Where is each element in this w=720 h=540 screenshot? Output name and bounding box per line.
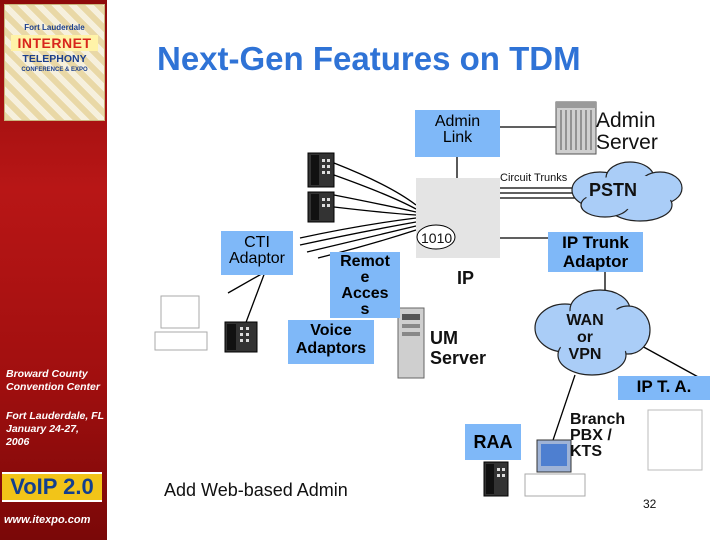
footer-note: Add Web-based Admin — [164, 480, 348, 500]
admin-server-label: Admin Server — [596, 109, 658, 154]
logo-line-4: CONFERENCE & EXPO — [21, 67, 88, 73]
server-tower-icon — [397, 307, 425, 379]
remote-line-b — [306, 225, 417, 253]
branch-pbx-label: Branch PBX / KTS — [570, 411, 626, 460]
logo-line-1: Fort Lauderdale — [24, 23, 85, 32]
remote-line-a — [299, 221, 417, 246]
um-server-label: UM Server — [430, 328, 487, 368]
cti-to-phone-line — [244, 271, 266, 326]
venue-text: Broward County Convention Center — [6, 368, 100, 393]
wan-to-ipta-line — [639, 344, 701, 379]
phone-icon — [307, 152, 335, 188]
cti-to-pc-line — [227, 271, 266, 294]
computer-icon — [524, 439, 586, 497]
location-text: Fort Lauderdale, FL — [6, 410, 105, 422]
cti-adaptor-box: CTI Adaptor — [221, 231, 293, 275]
wan-label: WAN or VPN — [566, 312, 604, 363]
logo-line-2: INTERNET — [11, 35, 98, 51]
ip-ta-box: IP T. A. — [618, 376, 710, 400]
phone2-line-b — [333, 206, 417, 216]
remote-access-box: Remot e Acces s — [330, 252, 400, 318]
phone-icon — [483, 461, 509, 497]
site-link[interactable]: www.itexpo.com — [4, 514, 91, 526]
pstn-label: PSTN — [589, 180, 638, 200]
pbx-label: 1010 — [421, 230, 453, 246]
page-title: Next-Gen Features on TDM — [157, 40, 581, 77]
ip-trunk-adaptor-box: IP Trunk Adaptor — [548, 232, 643, 272]
phone-icon — [307, 191, 335, 223]
conference-logo: Fort Lauderdale INTERNET TELEPHONY CONFE… — [4, 4, 105, 121]
phone1-line-a — [333, 162, 417, 206]
ip-ta-device — [647, 409, 703, 471]
remote-line-c — [317, 229, 417, 259]
logo-line-3: TELEPHONY — [22, 53, 87, 65]
admin-server-rack — [555, 101, 597, 155]
phone2-line-a — [333, 194, 417, 213]
circuit-trunks-label: Circuit Trunks — [500, 172, 568, 184]
admin-link-box: Admin Link — [415, 110, 500, 157]
computer-icon — [154, 295, 208, 351]
dates-text: January 24-27, 2006 — [6, 423, 79, 448]
phone1-line-b — [333, 174, 417, 210]
pbx-oval — [416, 224, 456, 250]
page-number: 32 — [643, 497, 657, 511]
raa-box: RAA — [465, 424, 521, 460]
cti-line — [299, 217, 417, 239]
voice-adaptors-box: Voice Adaptors — [288, 320, 374, 364]
phone-icon — [224, 321, 258, 353]
flags-background — [5, 5, 104, 120]
ip-label: IP — [457, 268, 475, 288]
brand-voip: VoIP 2.0 — [2, 472, 102, 502]
wan-cloud-fill — [555, 305, 635, 361]
sidebar-banner: Fort Lauderdale INTERNET TELEPHONY CONFE… — [0, 0, 107, 540]
pstn-cloud-fill — [584, 175, 676, 209]
